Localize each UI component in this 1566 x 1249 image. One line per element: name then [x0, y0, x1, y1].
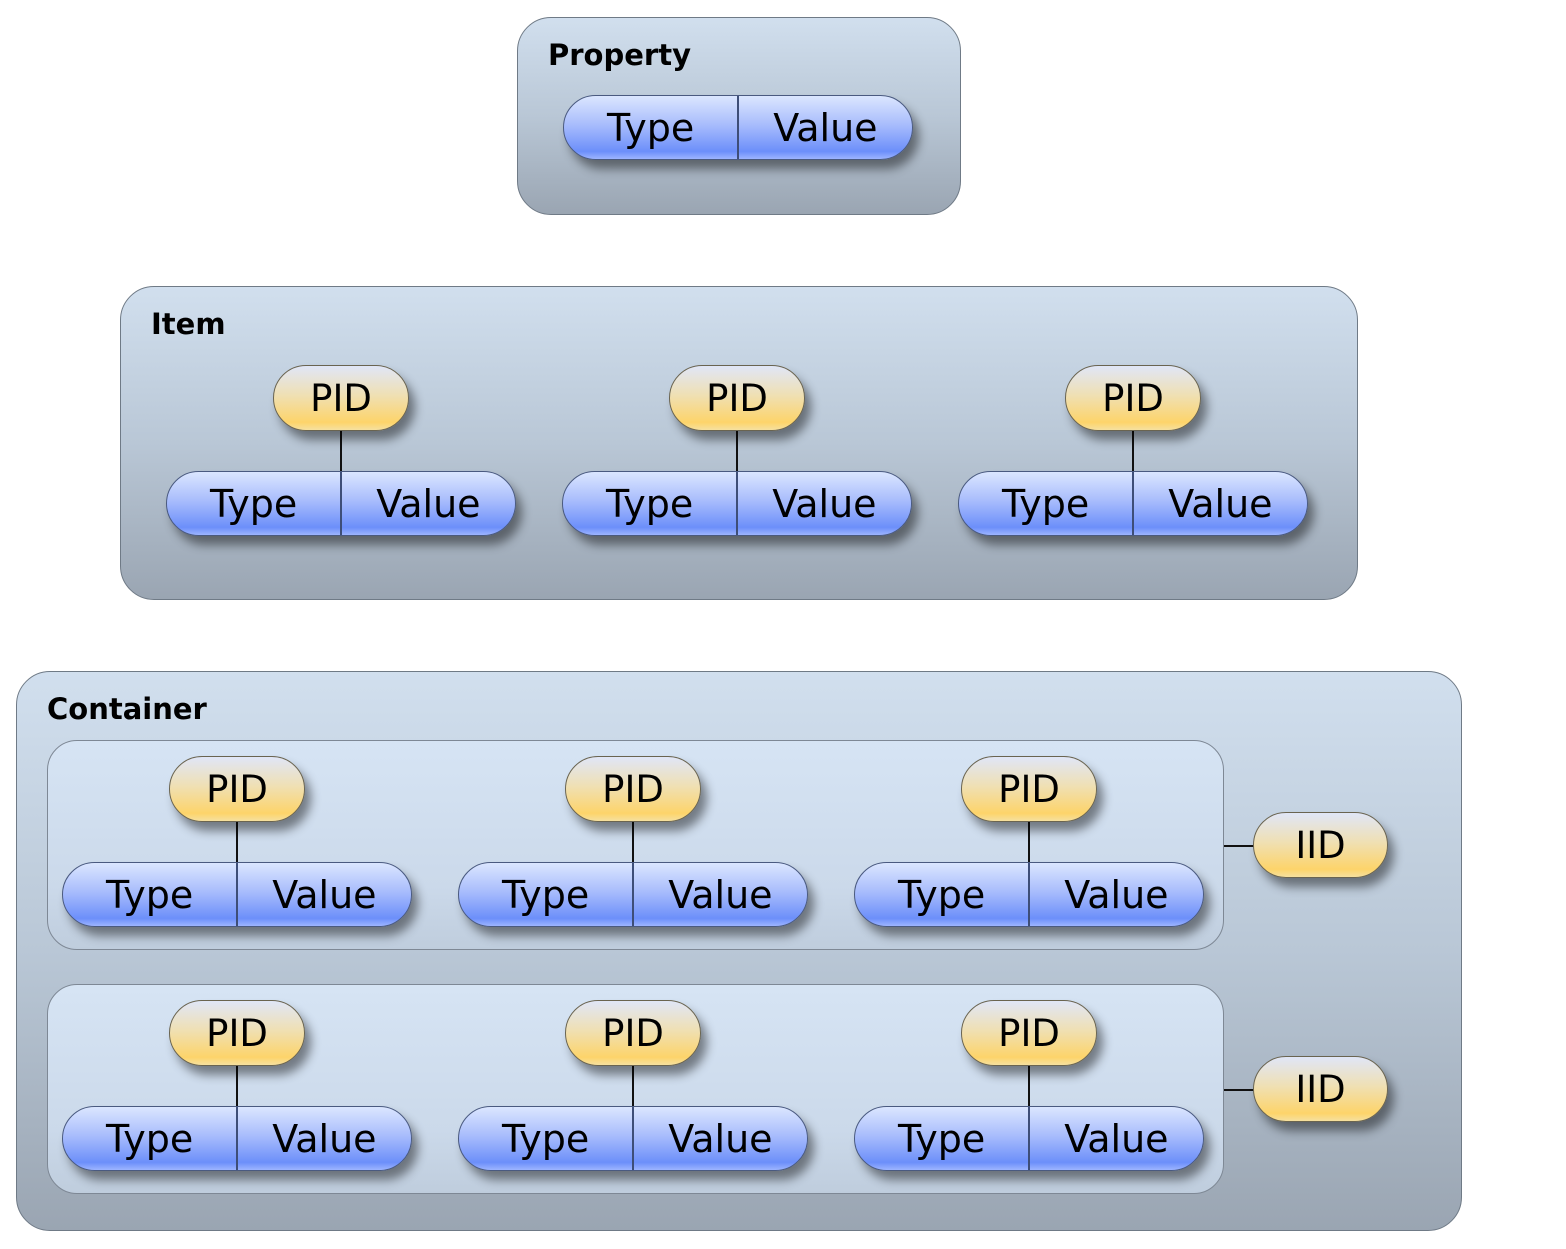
type-value-pill: Type Value: [62, 862, 412, 927]
value-label: Value: [272, 872, 377, 917]
connector-line: [632, 820, 634, 862]
value-label: Value: [668, 872, 773, 917]
pid-pill: PID: [565, 756, 701, 822]
iid-pill: IID: [1253, 812, 1388, 878]
item-title: Item: [151, 307, 226, 341]
type-label: Type: [501, 872, 590, 917]
pid-pill: PID: [169, 756, 305, 822]
value-label: Value: [773, 105, 878, 150]
pill-divider: [236, 1107, 238, 1170]
type-label: Type: [897, 872, 986, 917]
item-box: [120, 286, 1358, 600]
pid-pill: PID: [273, 365, 409, 431]
pid-pill: PID: [961, 756, 1097, 822]
connector-line: [632, 1064, 634, 1106]
pid-pill: PID: [961, 1000, 1097, 1066]
type-value-pill: Type Value: [62, 1106, 412, 1171]
value-label: Value: [1064, 1116, 1169, 1161]
pill-divider: [632, 863, 634, 926]
connector-line: [236, 820, 238, 862]
connector-line: [236, 1064, 238, 1106]
property-title: Property: [548, 38, 691, 72]
connector-line: [1028, 1064, 1030, 1106]
type-label: Type: [1001, 481, 1090, 526]
value-label: Value: [1168, 481, 1273, 526]
connector-line: [1028, 820, 1030, 862]
type-label: Type: [606, 105, 695, 150]
type-label: Type: [501, 1116, 590, 1161]
pill-divider: [1028, 1107, 1030, 1170]
pid-pill: PID: [1065, 365, 1201, 431]
pid-pill: PID: [169, 1000, 305, 1066]
pill-divider: [737, 96, 739, 159]
type-value-pill: Type Value: [562, 471, 912, 536]
pid-pill: PID: [565, 1000, 701, 1066]
type-label: Type: [605, 481, 694, 526]
property-pill: Type Value: [563, 95, 913, 160]
type-value-pill: Type Value: [166, 471, 516, 536]
container-title: Container: [47, 692, 207, 726]
type-value-pill: Type Value: [458, 862, 808, 927]
pill-divider: [1132, 472, 1134, 535]
type-value-pill: Type Value: [854, 862, 1204, 927]
pill-divider: [340, 472, 342, 535]
pill-divider: [736, 472, 738, 535]
pill-divider: [632, 1107, 634, 1170]
pill-divider: [1028, 863, 1030, 926]
type-value-pill: Type Value: [854, 1106, 1204, 1171]
pid-pill: PID: [669, 365, 805, 431]
type-value-pill: Type Value: [958, 471, 1308, 536]
value-label: Value: [668, 1116, 773, 1161]
type-label: Type: [897, 1116, 986, 1161]
iid-pill: IID: [1253, 1056, 1388, 1122]
iid-connector-line: [1224, 1089, 1254, 1091]
iid-connector-line: [1224, 845, 1254, 847]
type-label: Type: [209, 481, 298, 526]
value-label: Value: [272, 1116, 377, 1161]
connector-line: [736, 429, 738, 471]
connector-line: [1132, 429, 1134, 471]
connector-line: [340, 429, 342, 471]
pill-divider: [236, 863, 238, 926]
value-label: Value: [1064, 872, 1169, 917]
value-label: Value: [376, 481, 481, 526]
value-label: Value: [772, 481, 877, 526]
type-label: Type: [105, 872, 194, 917]
type-value-pill: Type Value: [458, 1106, 808, 1171]
type-label: Type: [105, 1116, 194, 1161]
